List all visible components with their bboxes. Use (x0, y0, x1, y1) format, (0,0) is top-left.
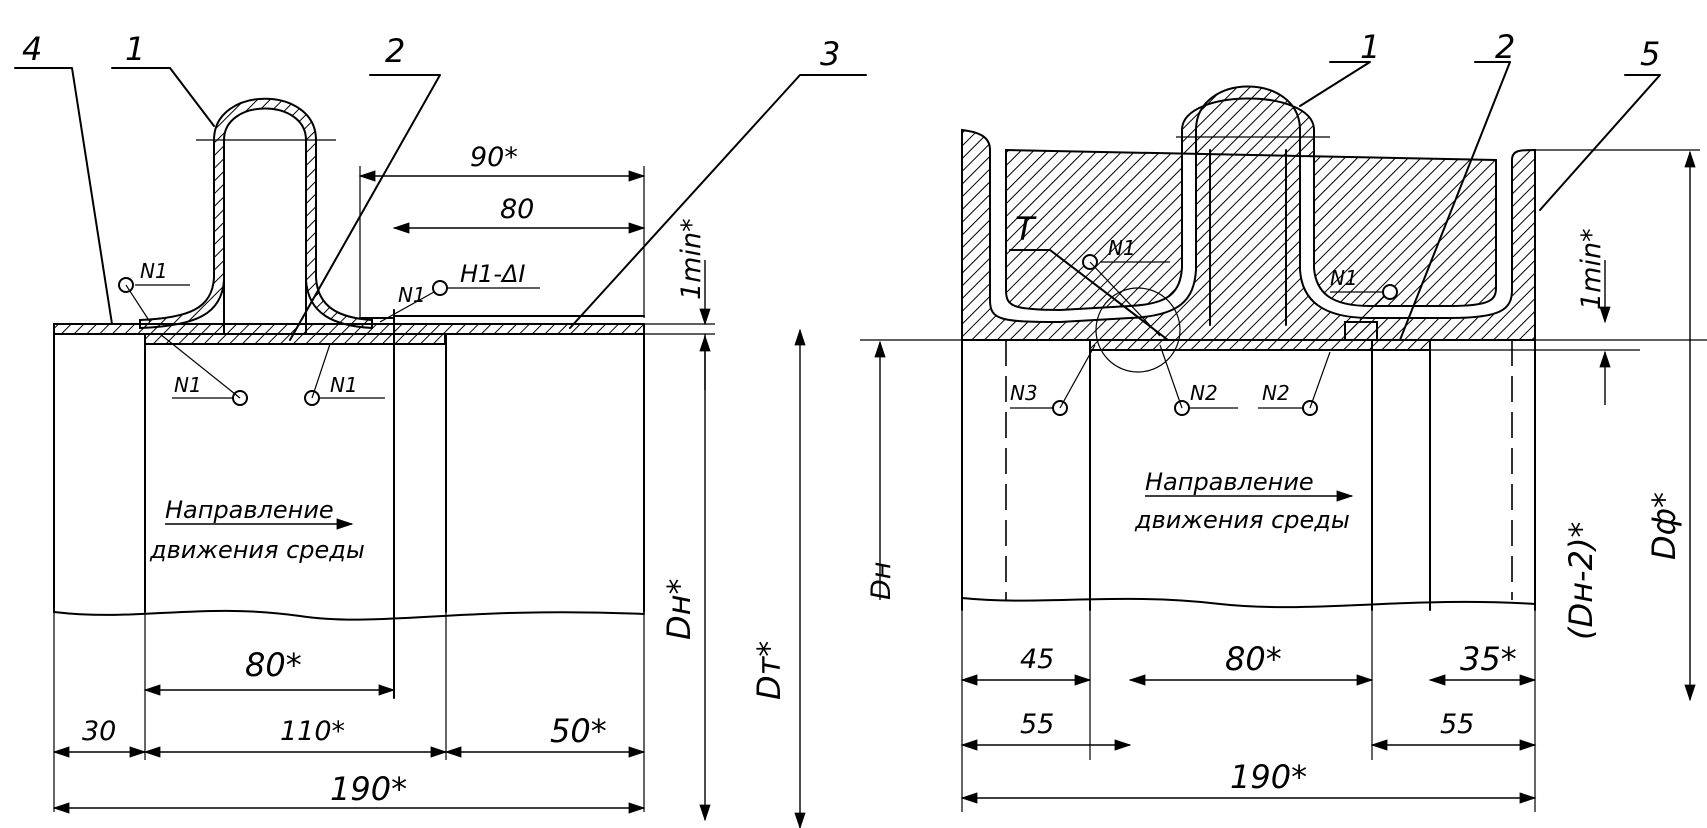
detail-circle-t (1095, 287, 1181, 373)
dim-55-left: 55 (1020, 709, 1054, 740)
dim-45: 45 (1020, 644, 1054, 675)
leader-2 (289, 74, 441, 341)
dim-80-right: 80* (1225, 640, 1282, 678)
callout-3: 3 (820, 35, 840, 73)
left-bellows (139, 97, 373, 335)
right-view: T 1 2 5 N1 N1 N3 N2 (860, 28, 1707, 812)
dim-80-top: 80 (500, 194, 534, 225)
dim-55-right: 55 (1440, 709, 1474, 740)
dim-dn-minus-2: (Dн-2)* (1562, 522, 1600, 640)
weld-n1-a: N1 (140, 259, 168, 283)
leader-t (1009, 249, 1169, 341)
leader-3 (569, 74, 867, 329)
callout-4: 4 (22, 30, 42, 68)
callout-5: 5 (1640, 35, 1660, 73)
right-welds: N1 N1 N3 N2 N2 (1010, 236, 1398, 416)
leader-1 (111, 67, 215, 127)
weld-n2-b: N2 (1262, 381, 1290, 405)
weld-n1-b: N1 (174, 373, 202, 397)
left-welds: N1 N1 N1 N1 H1-ΔI (118, 259, 540, 406)
dim-90: 90* (470, 142, 518, 173)
leader-2-right (1399, 61, 1511, 341)
left-break-line (53, 609, 645, 621)
leader-5 (1539, 74, 1661, 211)
dim-190-left: 190* (330, 770, 407, 808)
callout-2: 2 (385, 32, 405, 70)
left-flow-label-1: Направление (165, 496, 334, 524)
weld-n2-a: N2 (1190, 381, 1218, 405)
dim-1min-right: 1min* (1576, 228, 1607, 310)
weld-n3: N3 (1010, 381, 1038, 405)
dim-dt-left: Dт* (750, 641, 788, 700)
dim-dn-left: Dн* (660, 578, 698, 640)
dim-dn-right-left: Dн (866, 562, 897, 600)
weld-n1-right-b: N1 (1330, 266, 1358, 290)
left-inner-sleeve (144, 333, 446, 345)
weld-n1-right-a: N1 (1108, 236, 1136, 260)
right-weld-block (1344, 321, 1378, 341)
right-flow-label-1: Направление (1145, 468, 1314, 496)
callout-2-right: 2 (1495, 28, 1515, 66)
dim-190-right: 190* (1230, 758, 1307, 796)
callout-1-right: 1 (1360, 28, 1380, 66)
right-flow-label-2: движения среды (1134, 506, 1350, 534)
left-pipe-wall (53, 323, 645, 335)
right-break-line (961, 597, 1536, 609)
right-body (961, 85, 1536, 341)
dim-30: 30 (82, 716, 116, 747)
left-view: 4 1 2 3 N1 N1 N1 N1 H1-ΔI Направление (14, 30, 867, 828)
weld-note-h1: H1-ΔI (460, 260, 525, 288)
leader-4 (14, 67, 113, 325)
left-flow-label-2: движения среды (149, 536, 365, 564)
dim-1min-left: 1min* (676, 218, 707, 300)
dim-80-bottom: 80* (245, 646, 302, 684)
weld-n1-c: N1 (330, 373, 358, 397)
callout-1: 1 (125, 30, 145, 68)
dim-110: 110* (280, 716, 345, 747)
callout-t: T (1015, 210, 1037, 248)
leader-1-right (1299, 61, 1371, 107)
weld-n1-d: N1 (398, 283, 426, 307)
dim-35: 35* (1460, 640, 1517, 678)
dim-50: 50* (550, 712, 607, 750)
right-inner-sleeve (1089, 339, 1431, 351)
dim-dphi: Dф* (1645, 492, 1683, 560)
